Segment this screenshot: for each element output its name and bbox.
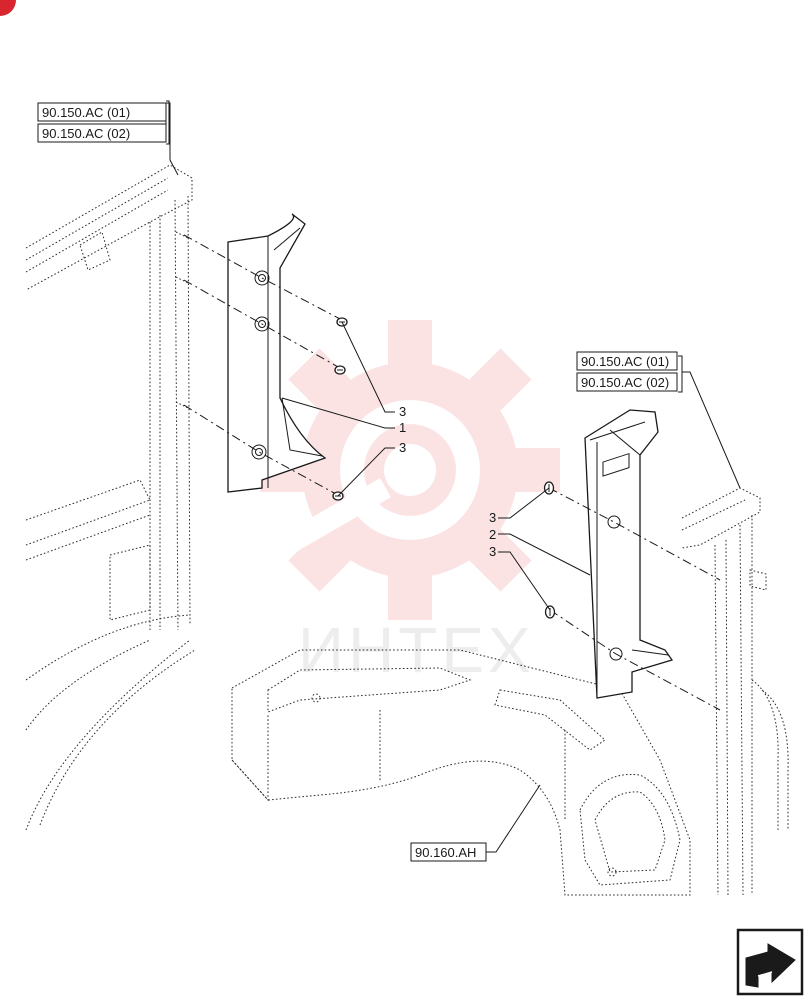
ref-right-bottom-text: 90.150.AC (02) xyxy=(581,375,669,390)
screw-icon xyxy=(334,365,346,375)
left-trim-panel xyxy=(227,213,327,493)
left-cab-frame xyxy=(25,164,196,831)
callout-left-1: 1 xyxy=(399,420,406,435)
ref-left-bottom-text: 90.150.AC (02) xyxy=(42,126,130,141)
ref-box-console[interactable] xyxy=(410,842,487,862)
ref-right-top-text: 90.150.AC (01) xyxy=(581,354,669,369)
corner-badge xyxy=(0,0,16,16)
ref-box-right-top[interactable] xyxy=(576,351,678,371)
ref-box-left-top[interactable] xyxy=(37,102,167,122)
console xyxy=(231,649,691,896)
right-trim-panel xyxy=(584,409,674,699)
right-fasteners xyxy=(543,481,721,711)
ref-box-left-bottom[interactable] xyxy=(37,123,167,143)
ref-left-top-text: 90.150.AC (01) xyxy=(42,105,130,120)
callouts: 3 1 3 3 2 3 xyxy=(399,404,496,559)
ref-left-group: 90.150.AC (01) 90.150.AC (02) xyxy=(37,100,170,145)
callout-right-2: 2 xyxy=(489,527,496,542)
callout-left-3b: 3 xyxy=(399,440,406,455)
ref-right-group: 90.150.AC (01) 90.150.AC (02) xyxy=(576,351,678,392)
callout-right-3b: 3 xyxy=(489,544,496,559)
right-cab-frame xyxy=(681,487,789,896)
arrow-icon[interactable] xyxy=(736,928,804,996)
callout-left-3a: 3 xyxy=(399,404,406,419)
leader-lines xyxy=(165,102,741,853)
ref-box-right-bottom[interactable] xyxy=(576,372,678,392)
ref-console-text: 90.160.AH xyxy=(415,845,476,860)
ref-console-group: 90.160.AH xyxy=(410,842,487,862)
callout-right-3a: 3 xyxy=(489,510,496,525)
screw-icon xyxy=(544,605,556,619)
watermark: ИНТЕХ xyxy=(260,320,560,686)
